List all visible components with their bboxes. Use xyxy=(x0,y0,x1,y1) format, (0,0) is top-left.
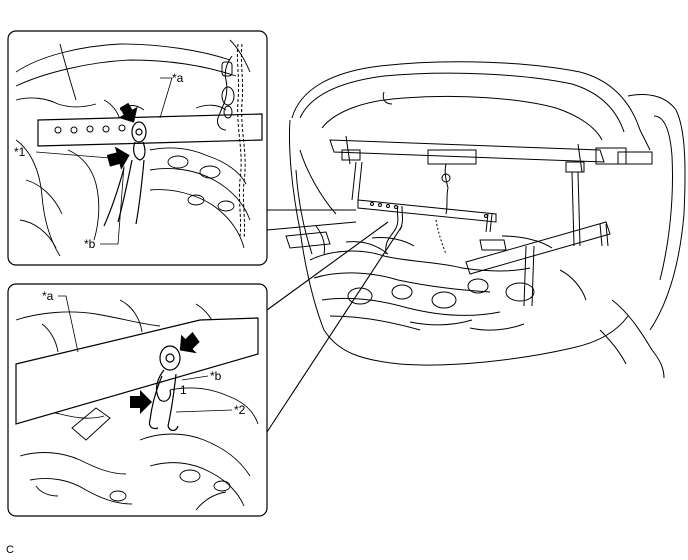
detail-box-top-frame xyxy=(7,30,268,266)
callout-1-bottom: 1 xyxy=(180,383,187,397)
detail-connector-lines xyxy=(266,209,403,433)
black-pointer-arrow-icon-3 xyxy=(179,331,200,354)
callout-2-bottom: *2 xyxy=(234,403,246,417)
callout-a-bottom: *a xyxy=(42,289,54,303)
hoist-crossbar xyxy=(329,139,605,163)
lifting-bar-detail-top xyxy=(37,113,263,147)
engine-hook-icon xyxy=(103,121,147,227)
callout-1-top: *1 xyxy=(14,145,26,159)
lifting-bar-detail-bottom xyxy=(15,317,259,425)
black-pointer-arrow-icon-2 xyxy=(106,146,130,170)
black-pointer-arrow-icon xyxy=(118,102,138,123)
callout-b-bottom: *b xyxy=(210,369,222,383)
hood-outline xyxy=(291,61,651,151)
callout-a-top: *a xyxy=(172,71,184,85)
figure-code: C xyxy=(6,544,14,556)
detail-box-top: *a *1 *b xyxy=(7,30,268,266)
engine-lifting-bar xyxy=(357,199,497,223)
fender-outline xyxy=(288,119,629,366)
callout-b-top: *b xyxy=(84,237,96,251)
black-pointer-arrow-icon-4 xyxy=(130,390,152,414)
engine-hook-icon-bottom xyxy=(148,345,181,432)
detail-box-bottom: *a *b 1 *2 xyxy=(7,283,268,517)
main-engine-bay-illustration xyxy=(285,61,686,379)
hoist-chain-icon xyxy=(217,43,246,239)
